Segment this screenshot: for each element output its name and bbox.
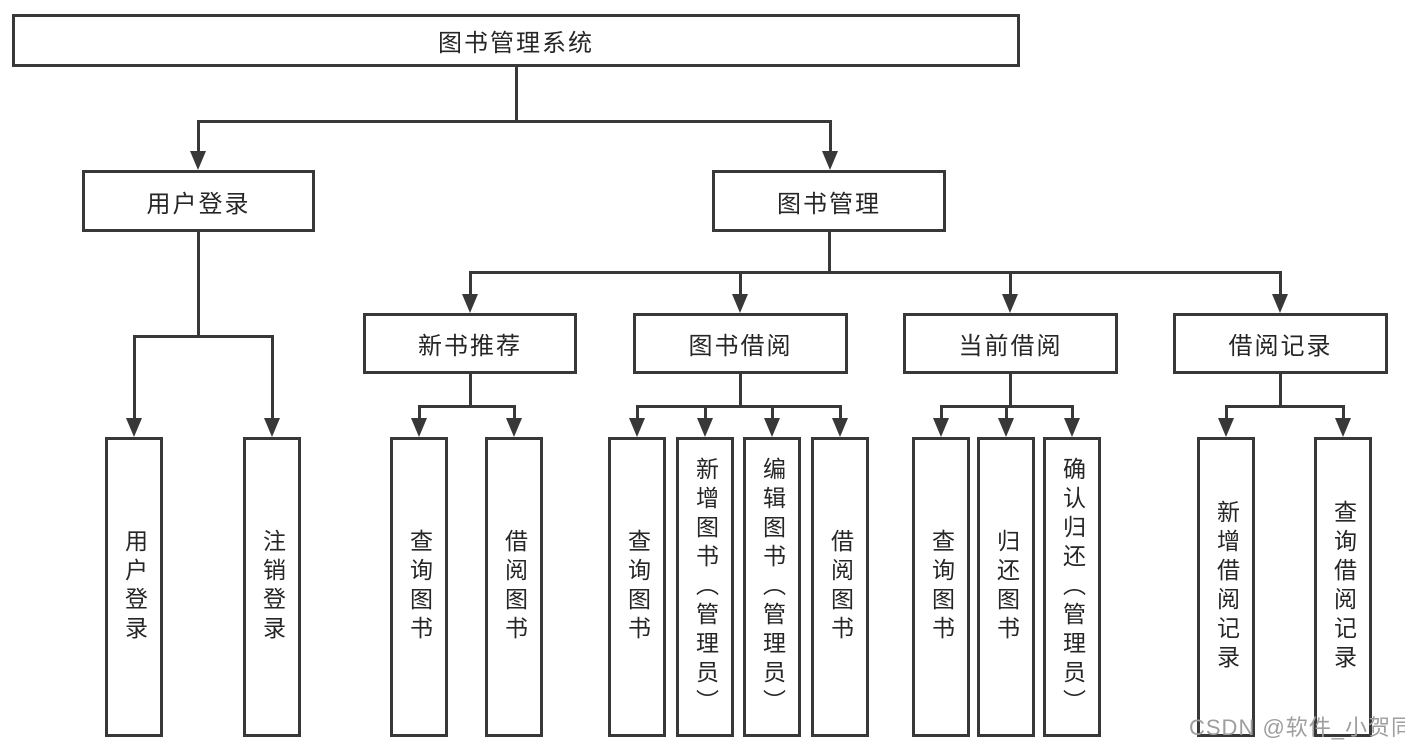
node-query-books-current: 查询图书 [912, 437, 970, 737]
connector-line [838, 406, 842, 420]
connector-line [738, 272, 742, 296]
node-user-login: 用户登录 [82, 170, 315, 232]
connector-line [939, 406, 943, 420]
node-label: 归还图书 [993, 529, 1020, 645]
node-label: 新增图书（管理员） [692, 456, 719, 718]
arrowhead-icon [1335, 418, 1351, 437]
connector-line [132, 336, 136, 420]
node-label: 当前借阅 [958, 333, 1063, 360]
arrowhead-icon [1002, 294, 1018, 313]
arrowhead-icon [629, 418, 645, 437]
node-book-borrowing: 图书借阅 [633, 313, 848, 374]
connector-line [635, 406, 639, 420]
connector-line [828, 121, 832, 153]
node-label: 借阅图书 [501, 529, 528, 645]
arrowhead-icon [462, 294, 478, 313]
node-user-login-leaf: 用户登录 [105, 437, 163, 737]
arrowhead-icon [1218, 418, 1234, 437]
node-edit-books-admin: 编辑图书（管理员） [743, 437, 801, 737]
node-label: 查询借阅记录 [1330, 500, 1357, 674]
connector-line [827, 232, 831, 272]
node-label: 用户登录 [146, 190, 251, 218]
connector-line [196, 119, 832, 123]
node-label: 新书推荐 [418, 333, 522, 360]
connector-line [1224, 404, 1345, 408]
arrowhead-icon [832, 418, 848, 437]
node-add-borrow-record: 新增借阅记录 [1197, 437, 1255, 737]
connector-line [417, 406, 421, 420]
node-label: 图书借阅 [688, 333, 793, 360]
node-label: 借阅记录 [1228, 333, 1333, 360]
connector-line [1008, 374, 1012, 406]
arrowhead-icon [264, 418, 280, 437]
arrowhead-icon [506, 418, 522, 437]
node-label: 图书管理 [777, 190, 881, 218]
node-query-books-recommend: 查询图书 [390, 437, 448, 737]
node-label: 查询图书 [928, 529, 955, 645]
arrowhead-icon [764, 418, 780, 437]
node-current-borrowing: 当前借阅 [903, 313, 1118, 374]
connector-line [1008, 272, 1012, 296]
arrowhead-icon [190, 151, 206, 170]
arrowhead-icon [1272, 294, 1288, 313]
connector-line [468, 270, 1282, 274]
connector-line [1004, 406, 1008, 420]
node-query-borrow-record: 查询借阅记录 [1314, 437, 1372, 737]
node-label: 查询图书 [624, 529, 651, 645]
node-label: 编辑图书（管理员） [759, 456, 786, 718]
node-borrow-books-recommend: 借阅图书 [485, 437, 543, 737]
connector-line [270, 336, 274, 420]
arrowhead-icon [998, 418, 1014, 437]
node-label: 确认归还（管理员） [1059, 456, 1086, 718]
node-label: 注销登录 [259, 529, 286, 645]
node-borrow-books: 借阅图书 [811, 437, 869, 737]
connector-line [468, 272, 472, 296]
arrowhead-icon [1064, 418, 1080, 437]
connector-line [1341, 406, 1345, 420]
node-query-books-borrow: 查询图书 [608, 437, 666, 737]
connector-line [514, 67, 518, 121]
node-logout: 注销登录 [243, 437, 301, 737]
node-label: 用户登录 [121, 529, 148, 645]
node-borrowing-records: 借阅记录 [1173, 313, 1388, 374]
csdn-watermark: CSDN @软件_小贺同学 [1189, 715, 1405, 740]
node-new-book-recommendation: 新书推荐 [363, 313, 577, 374]
connector-line [196, 232, 200, 336]
connector-line [1224, 406, 1228, 420]
arrowhead-icon [411, 418, 427, 437]
node-add-books-admin: 新增图书（管理员） [676, 437, 734, 737]
connector-line [196, 121, 200, 153]
connector-line [512, 406, 516, 420]
connector-line [703, 406, 707, 420]
connector-line [1278, 272, 1282, 296]
connector-line [468, 374, 472, 406]
node-label: 新增借阅记录 [1213, 500, 1240, 674]
node-label: 图书管理系统 [438, 30, 594, 57]
connector-line [738, 374, 742, 406]
node-return-books: 归还图书 [977, 437, 1035, 737]
connector-line [417, 404, 516, 408]
node-label: 借阅图书 [827, 529, 854, 645]
arrowhead-icon [126, 418, 142, 437]
arrowhead-icon [822, 151, 838, 170]
node-library-management-system: 图书管理系统 [12, 14, 1020, 67]
node-confirm-return-admin: 确认归还（管理员） [1043, 437, 1101, 737]
connector-line [1278, 374, 1282, 406]
connector-line [1070, 406, 1074, 420]
connector-line [635, 404, 842, 408]
node-book-management: 图书管理 [712, 170, 946, 232]
connector-line [132, 334, 274, 338]
arrowhead-icon [732, 294, 748, 313]
arrowhead-icon [697, 418, 713, 437]
arrowhead-icon [933, 418, 949, 437]
connector-line [770, 406, 774, 420]
node-label: 查询图书 [406, 529, 433, 645]
